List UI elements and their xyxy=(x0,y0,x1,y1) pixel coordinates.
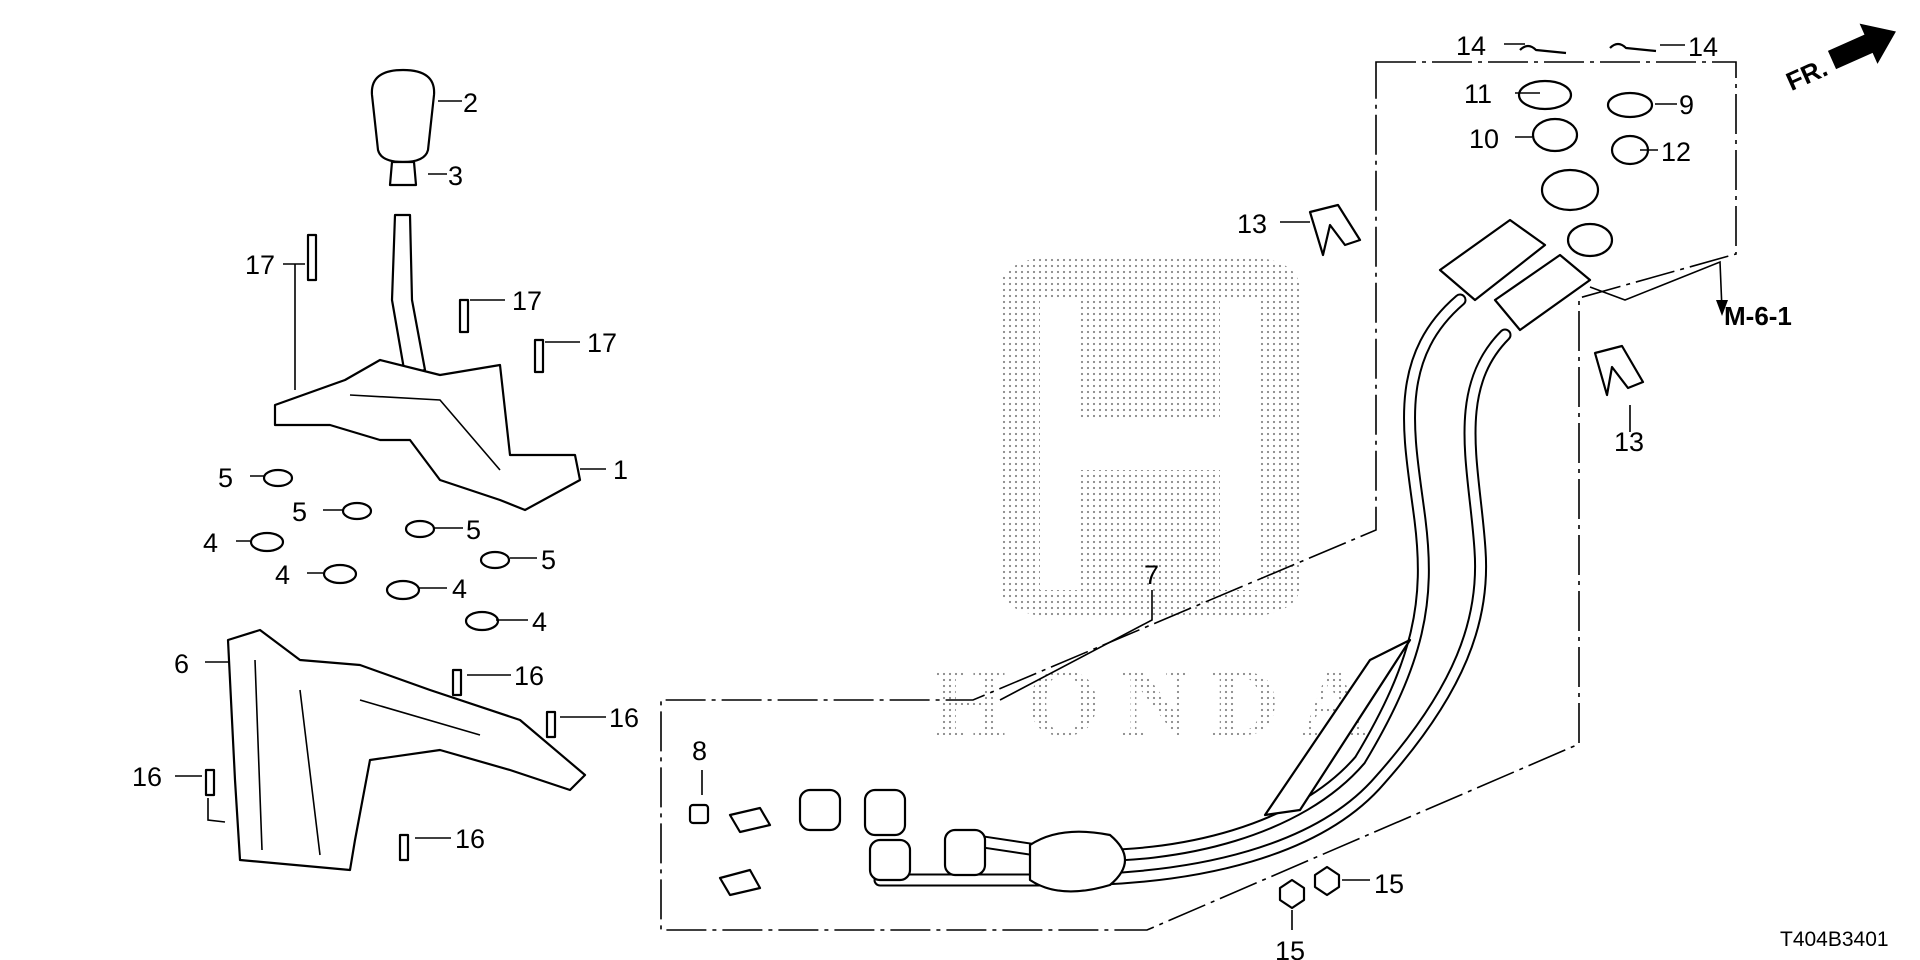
callout-2: 2 xyxy=(463,88,478,118)
callout-4: 4 xyxy=(203,528,218,558)
callout-9: 9 xyxy=(1679,90,1694,120)
front-label: FR. xyxy=(1781,52,1831,96)
shift-knob xyxy=(370,68,436,187)
reference-link-m-6-1[interactable]: M-6-1 xyxy=(1724,301,1792,331)
callout-16: 16 xyxy=(455,824,485,854)
reference-arrow-line xyxy=(1589,260,1723,311)
callout-8: 8 xyxy=(692,736,707,766)
callout-5: 5 xyxy=(541,545,556,575)
callout-14: 14 xyxy=(1456,31,1486,61)
callout-14: 14 xyxy=(1688,32,1718,62)
reference-arrow-head xyxy=(1716,300,1728,316)
callout-5: 5 xyxy=(466,515,481,545)
callout-13: 13 xyxy=(1614,427,1644,457)
callout-15: 15 xyxy=(1374,869,1404,899)
callout-15: 15 xyxy=(1275,936,1305,960)
shift-cable-assembly xyxy=(718,168,1614,897)
diagram-code: T404B3401 xyxy=(1780,928,1889,951)
callout-12: 12 xyxy=(1661,137,1691,167)
small-parts-upper xyxy=(688,42,1657,910)
honda-logo-watermark: HONDA xyxy=(931,256,1388,756)
callout-17: 17 xyxy=(587,328,617,358)
fasteners xyxy=(204,233,557,862)
callout-17: 17 xyxy=(512,286,542,316)
callout-13: 13 xyxy=(1237,209,1267,239)
shift-lever-housing xyxy=(273,358,582,512)
callout-6: 6 xyxy=(174,649,189,679)
callout-1: 1 xyxy=(613,455,628,485)
callout-labels: 1 2 3 4 4 4 4 5 5 5 5 6 7 8 9 10 11 12 1… xyxy=(132,31,1718,960)
callout-17: 17 xyxy=(245,250,275,280)
callout-10: 10 xyxy=(1469,124,1499,154)
callout-16: 16 xyxy=(514,661,544,691)
arrow-icon xyxy=(1827,23,1896,70)
honda-wordmark: HONDA xyxy=(931,649,1388,756)
callout-4: 4 xyxy=(452,574,467,604)
callout-16: 16 xyxy=(609,703,639,733)
leader-lines xyxy=(175,43,1685,930)
callout-4: 4 xyxy=(532,607,547,637)
callout-16: 16 xyxy=(132,762,162,792)
bracket xyxy=(226,628,587,872)
callout-5: 5 xyxy=(218,463,233,493)
callout-7: 7 xyxy=(1144,560,1159,590)
callout-4: 4 xyxy=(275,560,290,590)
callout-3: 3 xyxy=(448,161,463,191)
callout-11: 11 xyxy=(1464,79,1492,109)
shift-lever xyxy=(390,213,427,377)
callout-5: 5 xyxy=(292,497,307,527)
front-direction-arrow: FR. xyxy=(1781,23,1896,97)
